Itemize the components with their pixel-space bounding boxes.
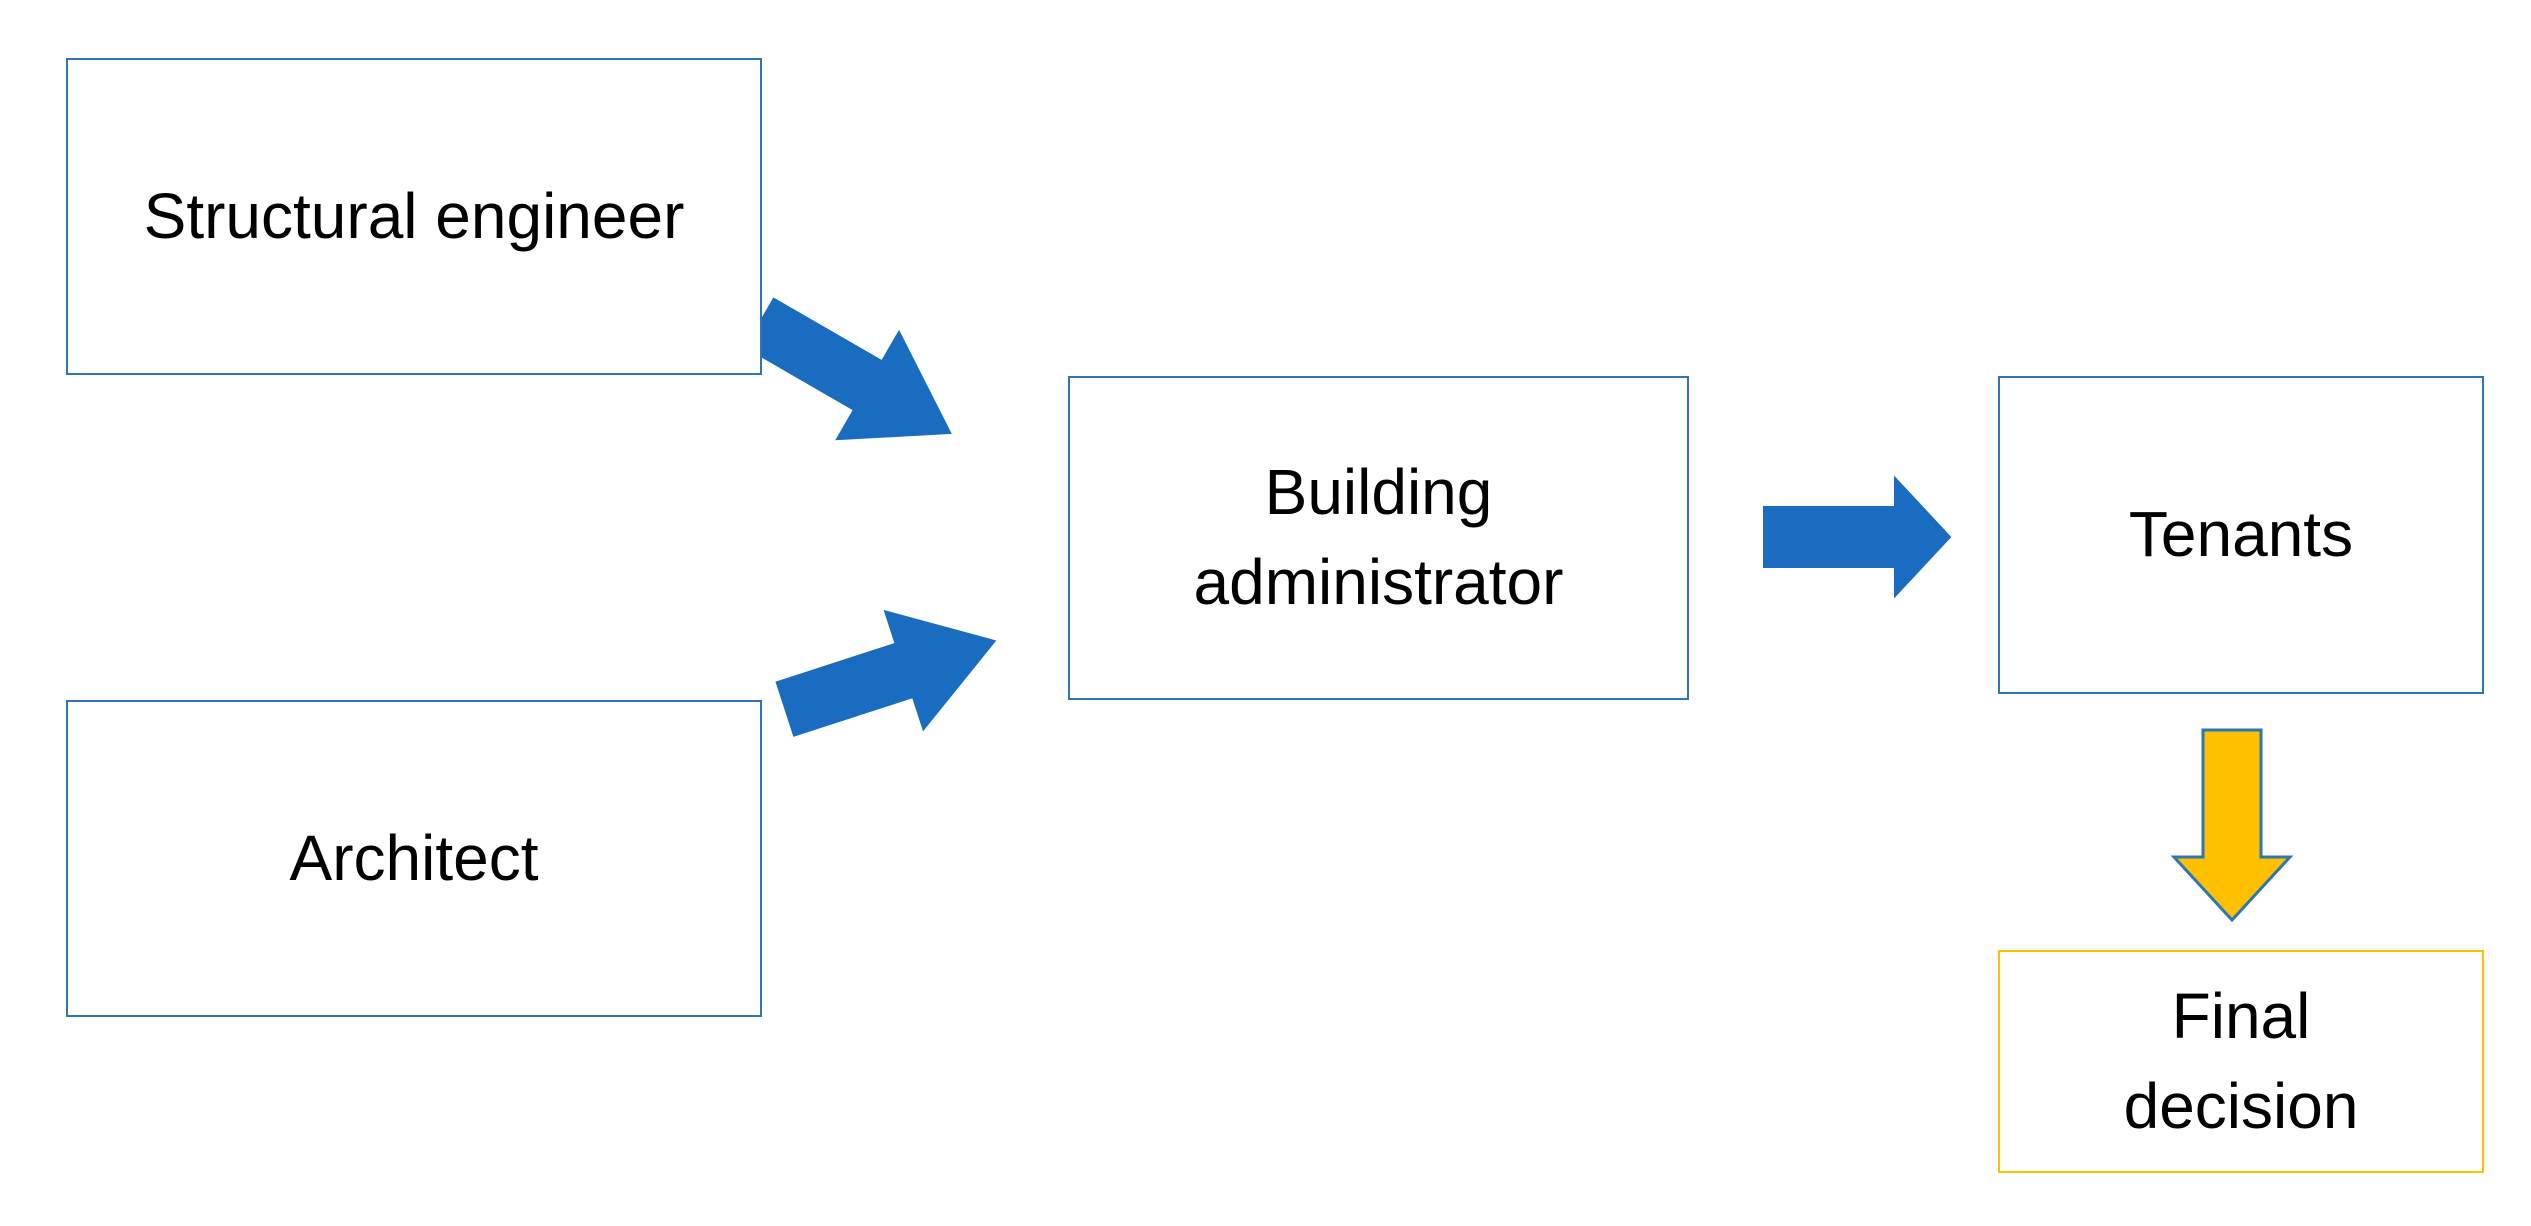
final-decision-label-line-1: Final <box>2171 979 2311 1052</box>
tenants-label: Tenants <box>2128 498 2354 571</box>
architect-label: Architect <box>289 821 539 894</box>
tenants-box: Tenants <box>1998 376 2484 694</box>
structural-engineer-box: Structural engineer <box>66 58 762 375</box>
arrow-tenants-to-final <box>2170 728 2294 923</box>
final-decision-label-line-2: decision <box>2123 1069 2359 1142</box>
building-administrator-label-line-2: administrator <box>1193 546 1564 618</box>
arrow-structural-to-admin <box>744 297 952 441</box>
arrow-admin-to-tenants <box>1763 475 1952 599</box>
architect-box: Architect <box>66 700 762 1017</box>
building-administrator-box: Building administrator <box>1068 376 1689 700</box>
arrow-architect-to-admin <box>775 609 997 737</box>
final-decision-box: Final decision <box>1998 950 2484 1173</box>
building-administrator-label-line-1: Building <box>1264 456 1493 529</box>
structural-engineer-label: Structural engineer <box>143 179 685 252</box>
